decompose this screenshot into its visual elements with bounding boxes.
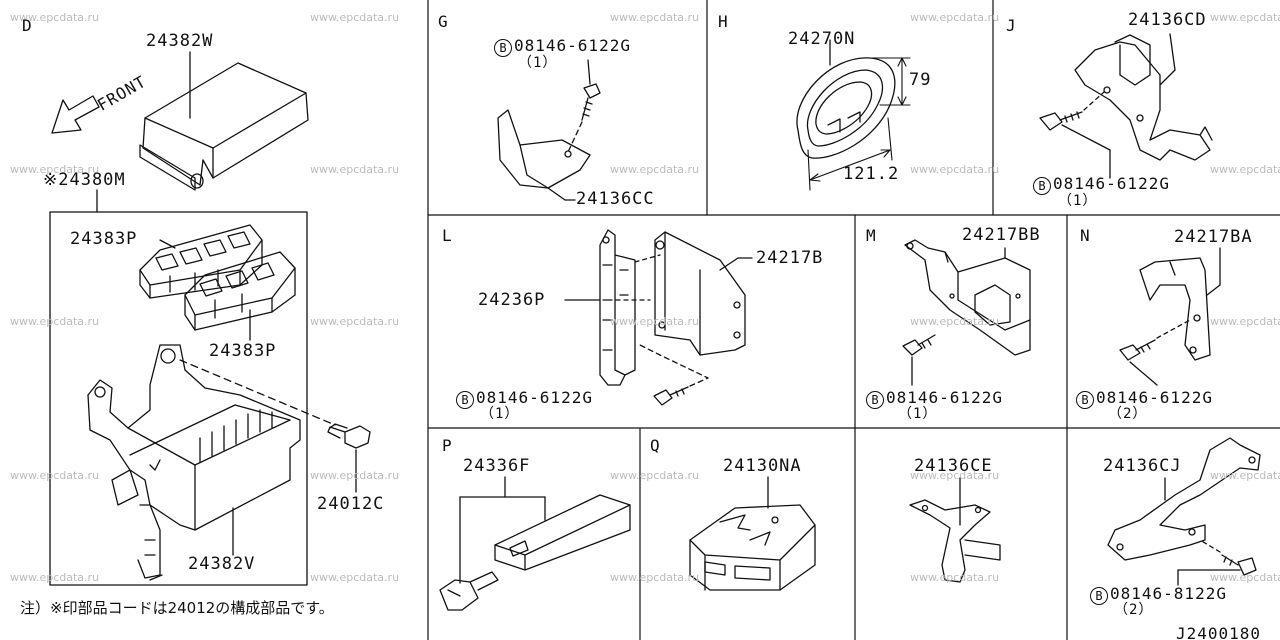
section-label-n: N <box>1080 226 1090 245</box>
quantity-label: （1） <box>1058 193 1098 209</box>
watermark: www.epcdata.ru <box>610 11 700 24</box>
bolt-s-shape <box>1177 554 1257 586</box>
part-label-24336f[interactable]: 24336F <box>463 456 531 476</box>
fuse-holder-shape <box>87 344 301 581</box>
watermark: www.epcdata.ru <box>310 571 400 584</box>
part-label-24217b[interactable]: 24217B <box>756 248 824 268</box>
part-label-24383p[interactable]: 24383P <box>70 229 138 249</box>
panel-grid <box>427 0 1280 640</box>
part-label-24136cd[interactable]: 24136CD <box>1128 10 1207 30</box>
bracket-24217bb-shape <box>904 239 1031 356</box>
bracket-24136ce-shape <box>909 477 1001 583</box>
bolt-n-shape <box>1119 339 1158 386</box>
fuse-box-cover-shape <box>139 51 309 191</box>
bracket-24136cj-shape <box>1107 437 1261 561</box>
watermark: www.epcdata.ru <box>10 469 100 482</box>
bracket-24136cd-shape <box>1074 33 1213 161</box>
bolt-24012c-shape <box>327 423 371 493</box>
relay-block-lower <box>184 251 296 331</box>
plate-24236p-shape <box>599 229 636 386</box>
watermark: www.epcdata.ru <box>910 11 1000 24</box>
drawing-code: J2400180 <box>1176 624 1262 640</box>
part-label-24217ba[interactable]: 24217BA <box>1174 227 1253 247</box>
watermark: www.epcdata.ru <box>310 315 400 328</box>
quantity-label: （1） <box>898 406 938 422</box>
bolt-symbol: B <box>1033 177 1051 195</box>
watermark: www.epcdata.ru <box>910 469 1000 482</box>
part-label-24382w[interactable]: 24382W <box>146 31 214 51</box>
watermark: www.epcdata.ru <box>1210 163 1280 176</box>
fuse-box-assembly-frame <box>49 211 308 586</box>
section-label-g: G <box>438 12 448 31</box>
watermark: www.epcdata.ru <box>310 469 400 482</box>
part-label-24270n[interactable]: 24270N <box>788 29 856 49</box>
part-label-24130na[interactable]: 24130NA <box>723 456 802 476</box>
part-label-24380m[interactable]: ※24380M <box>43 170 126 190</box>
section-label-q: Q <box>650 436 660 455</box>
part-label-24383p[interactable]: 24383P <box>209 341 277 361</box>
watermark: www.epcdata.ru <box>1210 571 1280 584</box>
watermark: www.epcdata.ru <box>610 571 700 584</box>
section-label-d: D <box>22 16 32 35</box>
bolt-symbol: B <box>456 391 474 409</box>
watermark: www.epcdata.ru <box>10 163 100 176</box>
dimension-width: 121.2 <box>843 164 900 184</box>
bolt-symbol: B <box>1090 587 1108 605</box>
part-label-24136cc[interactable]: 24136CC <box>576 189 655 209</box>
quantity-label: （2） <box>1108 406 1148 422</box>
watermark: www.epcdata.ru <box>910 571 1000 584</box>
section-label-m: M <box>866 226 876 245</box>
bolt-symbol: B <box>866 391 884 409</box>
bracket-24217ba-shape <box>1139 247 1221 361</box>
watermark: www.epcdata.ru <box>10 11 100 24</box>
quantity-label: （2） <box>1114 602 1154 618</box>
bolt-m-shape <box>902 334 936 386</box>
watermark: www.epcdata.ru <box>610 163 700 176</box>
bolt-g-shape <box>581 83 601 121</box>
section-label-p: P <box>442 436 452 455</box>
watermark: www.epcdata.ru <box>10 571 100 584</box>
watermark: www.epcdata.ru <box>1210 11 1280 24</box>
watermark: www.epcdata.ru <box>310 11 400 24</box>
part-label-24136ce[interactable]: 24136CE <box>914 456 993 476</box>
part-label-24236p[interactable]: 24236P <box>478 290 546 310</box>
bolt-symbol: B <box>1076 391 1094 409</box>
bracket-24217b-shape <box>654 231 753 356</box>
bolt-symbol: B <box>494 39 512 57</box>
bracket-24136cc-shape <box>497 109 591 201</box>
connector-24130na-shape <box>689 476 816 591</box>
part-label-24136cj[interactable]: 24136CJ <box>1103 456 1182 476</box>
quantity-label: （1） <box>480 406 520 422</box>
watermark: www.epcdata.ru <box>910 163 1000 176</box>
quantity-label: （1） <box>518 55 558 71</box>
part-label-24012c[interactable]: 24012C <box>317 494 385 514</box>
section-label-l: L <box>442 226 452 245</box>
watermark: www.epcdata.ru <box>1210 315 1280 328</box>
watermark: www.epcdata.ru <box>1210 469 1280 482</box>
part-label-24217bb[interactable]: 24217BB <box>962 225 1041 245</box>
watermark: www.epcdata.ru <box>610 315 700 328</box>
watermark: www.epcdata.ru <box>310 163 400 176</box>
watermark: www.epcdata.ru <box>10 315 100 328</box>
part-label-24382v[interactable]: 24382V <box>188 554 256 574</box>
dimension-lines-h <box>807 57 911 191</box>
section-label-h: H <box>718 12 728 31</box>
front-arrow <box>51 95 100 134</box>
fuse-24336f-shape <box>439 476 631 611</box>
section-label-j: J <box>1006 16 1016 35</box>
watermark: www.epcdata.ru <box>910 315 1000 328</box>
footnote: 注）※印部品コードは24012の構成部品です。 <box>20 599 334 617</box>
watermark: www.epcdata.ru <box>610 469 700 482</box>
dimension-height: 79 <box>909 70 932 90</box>
bolt-j-shape <box>1039 111 1111 179</box>
bolt-l-shape <box>653 386 689 406</box>
